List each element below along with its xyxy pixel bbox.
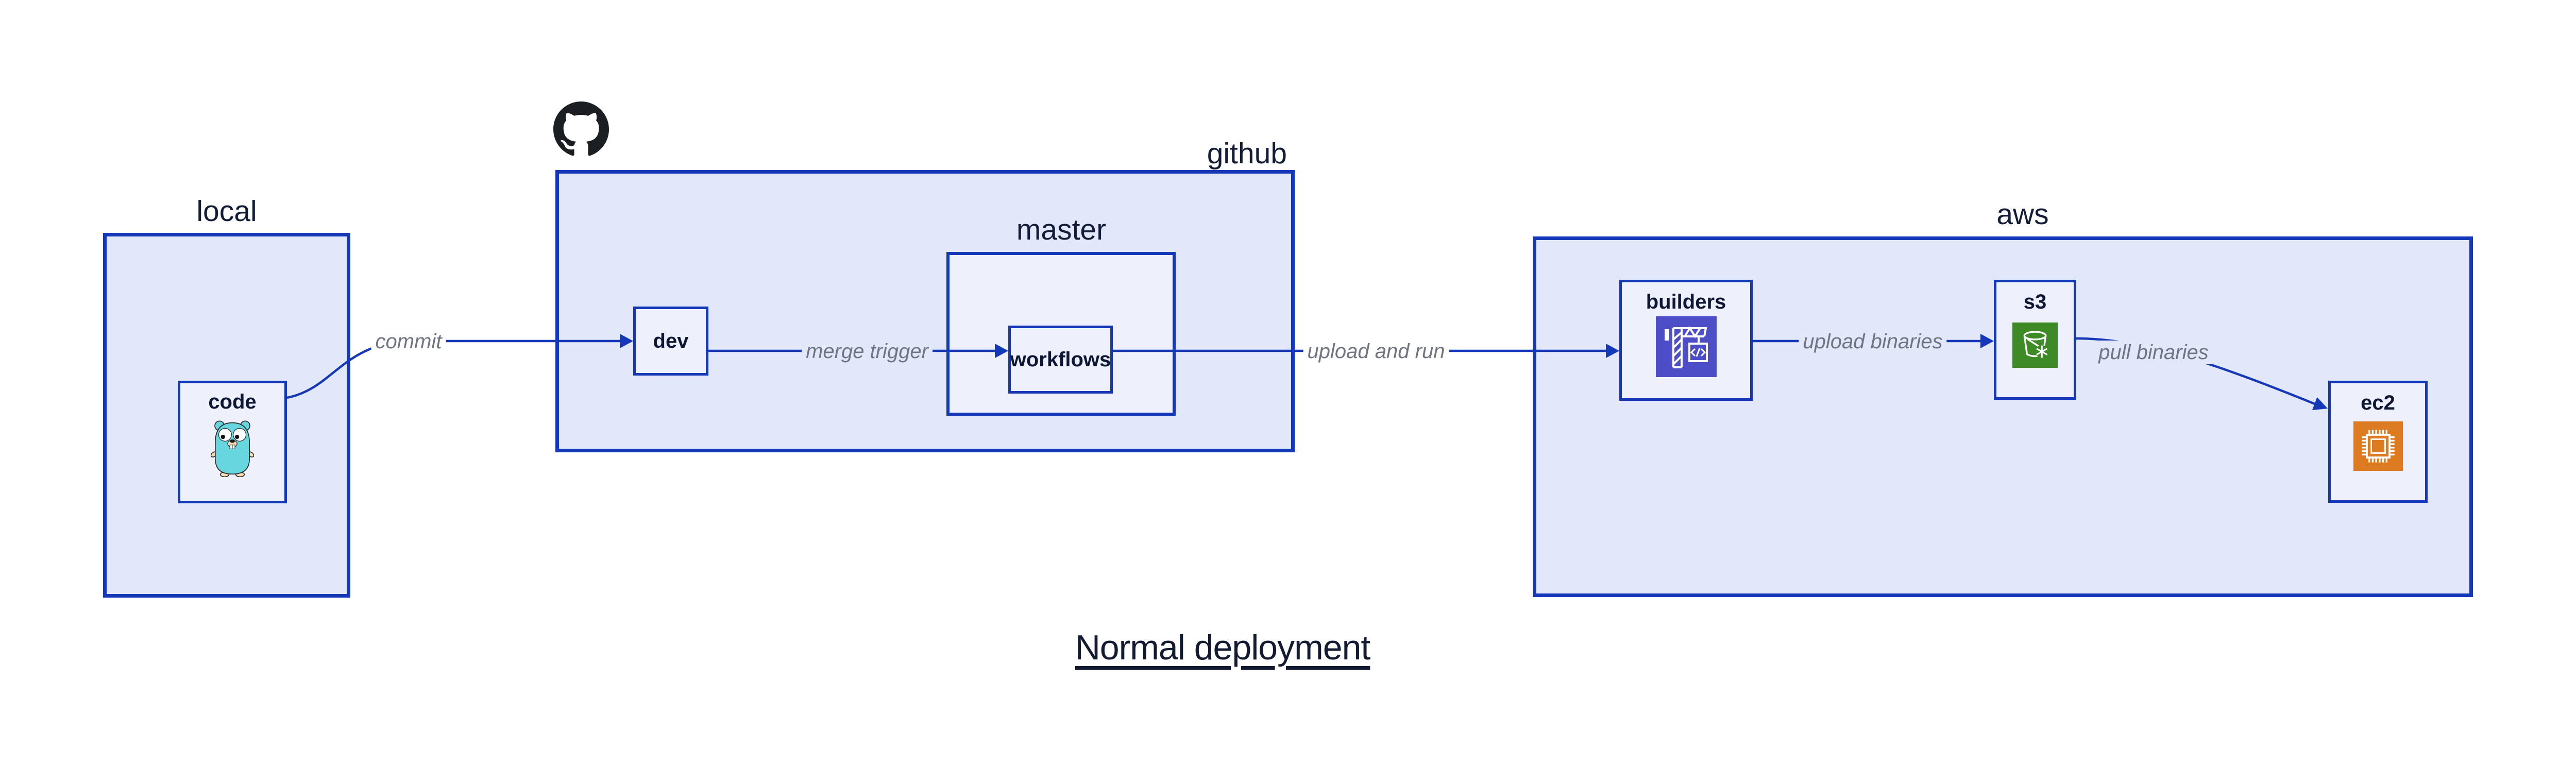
node-s3-label: s3 [2023,291,2047,313]
node-dev: dev [633,307,708,376]
commit-edge-label: commit [371,330,446,353]
local-group-label: local [196,195,257,228]
node-ec2-label: ec2 [2361,392,2395,414]
pull-binaries-edge-label: pull binaries [2094,341,2213,364]
node-code: code [178,381,287,503]
upload-binaries-edge-label: upload binaries [1799,330,1947,353]
node-dev-label: dev [653,330,689,352]
master-group-label: master [1016,213,1107,246]
node-builders: builders [1619,280,1753,401]
node-ec2: ec2 [2328,381,2428,503]
github-octocat-icon [553,101,609,157]
node-builders-label: builders [1646,291,1726,313]
node-workflows: workflows [1008,326,1113,394]
node-code-label: code [208,390,257,413]
aws-group-label: aws [1996,198,2049,231]
crane-codebuild-icon [1655,316,1717,377]
node-s3: s3 [1994,280,2076,400]
go-gopher-icon [211,419,254,477]
diagram-title: Normal deployment [1075,628,1371,667]
merge-trigger-edge-label: merge trigger [802,339,933,363]
ec2-chip-icon [2353,421,2403,471]
upload-and-run-edge-label: upload and run [1303,339,1449,363]
github-group-label: github [1207,137,1287,170]
node-workflows-label: workflows [1010,348,1111,371]
s3-glacier-bucket-icon [2012,322,2058,368]
